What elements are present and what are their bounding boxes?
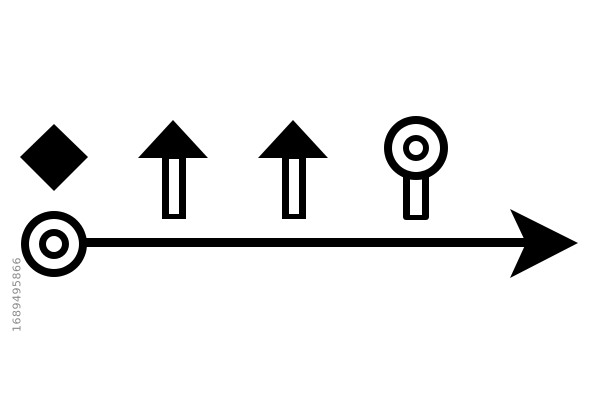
black-diamond-icon xyxy=(20,124,88,191)
up-arrow-icon xyxy=(258,120,328,219)
watermark-id: 1689495866 xyxy=(10,257,24,332)
double-circle-start-icon xyxy=(21,211,87,277)
ring-on-post-icon xyxy=(384,116,448,220)
up-arrow-icon xyxy=(138,120,208,219)
arrow-line-icon xyxy=(80,209,578,278)
